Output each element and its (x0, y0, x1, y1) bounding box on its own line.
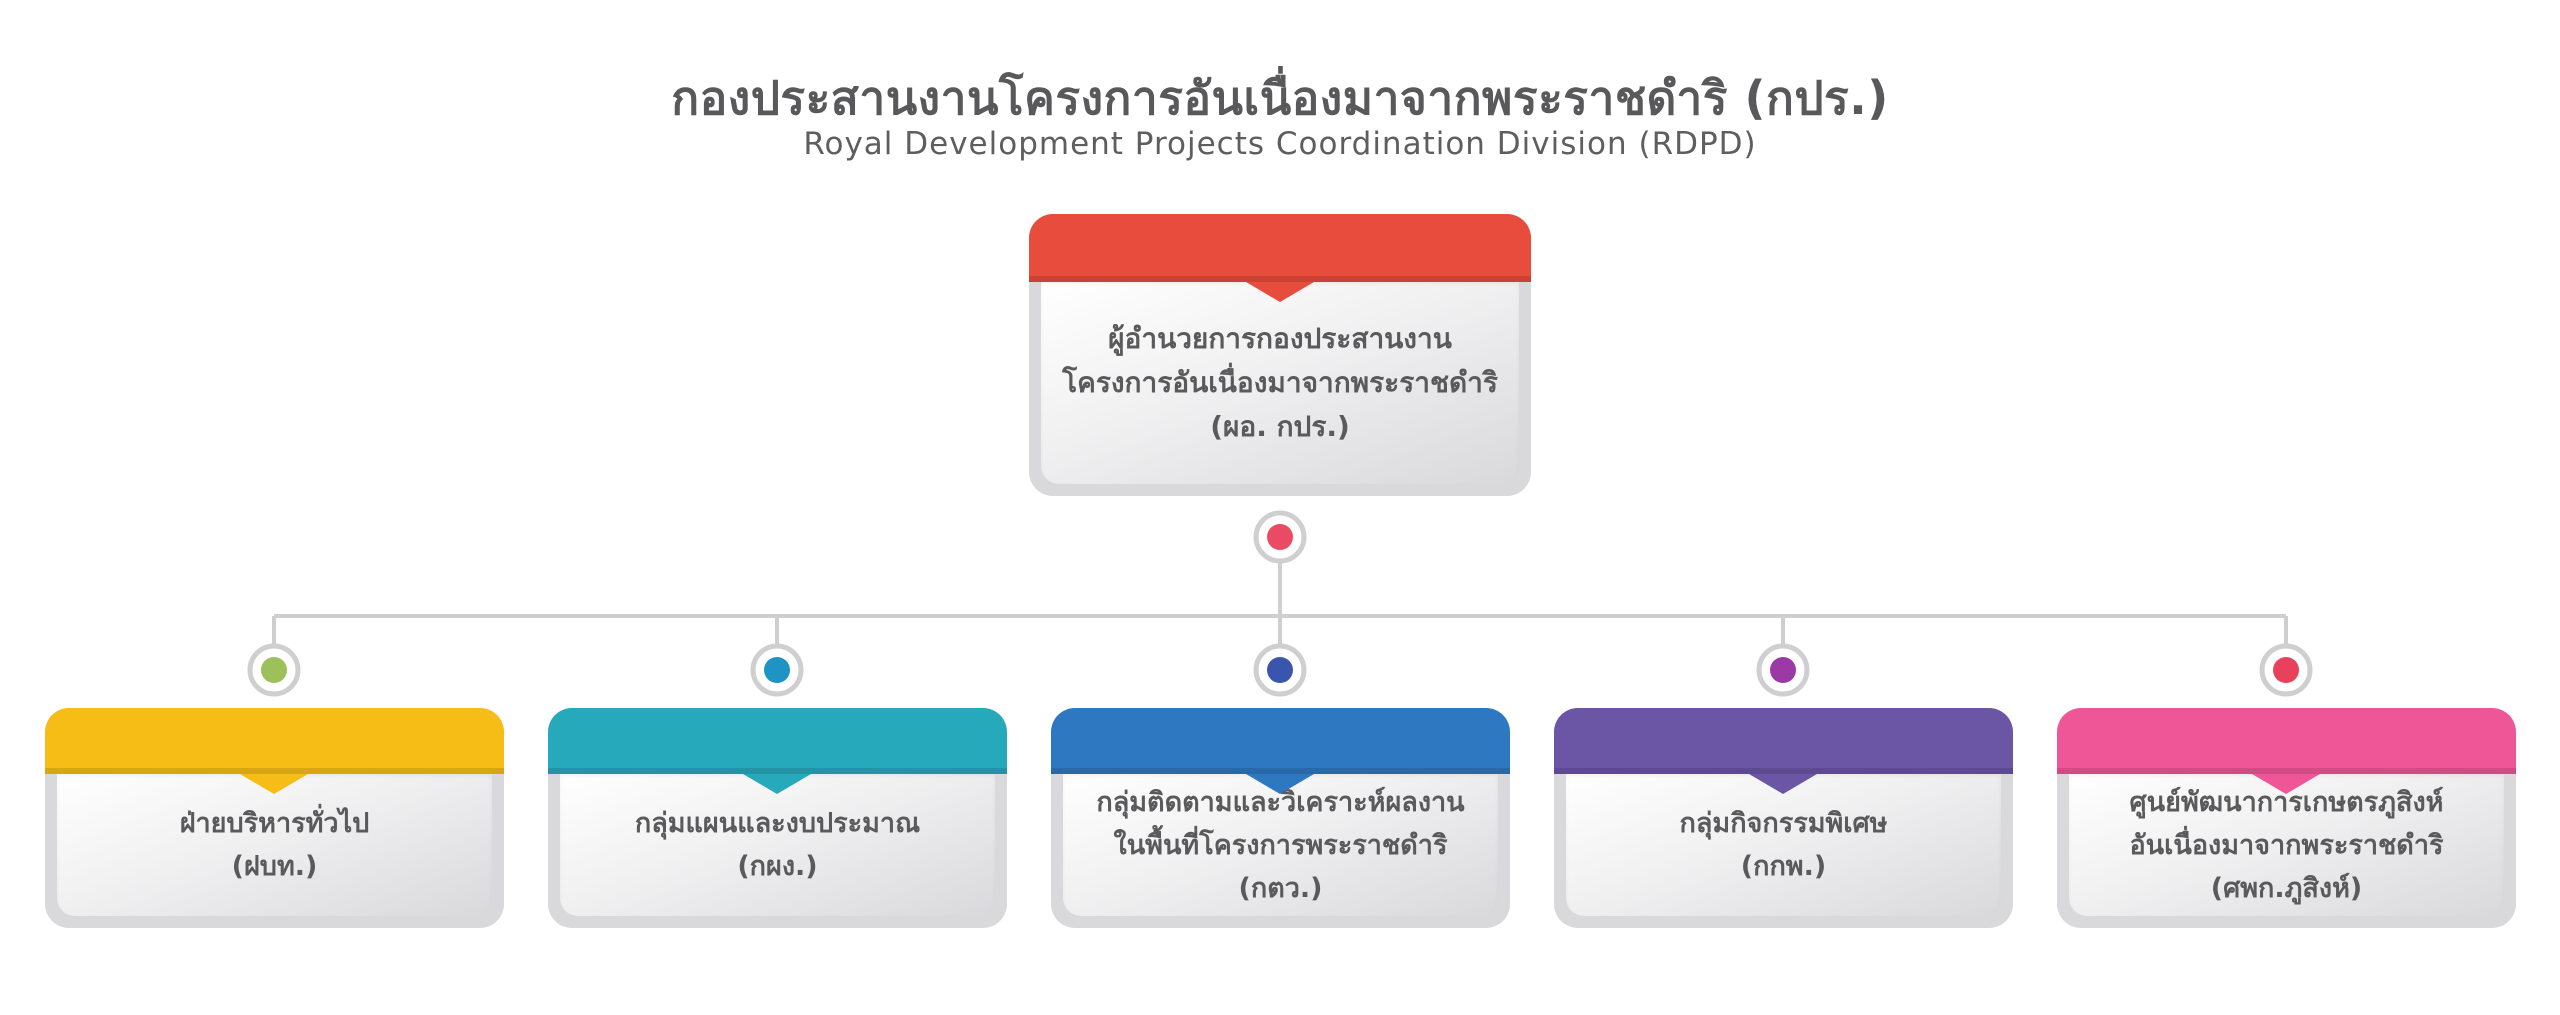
unit-node-body: กลุ่มแผนและงบประมาณ (กผง.) (560, 774, 995, 916)
unit-node-line: กลุ่มแผนและงบประมาณ (634, 808, 921, 839)
director-node-pointer (1246, 282, 1314, 302)
director-node-line-1: ผู้อำนวยการกองประสานงาน (1108, 322, 1452, 355)
director-node-header (1029, 214, 1531, 282)
unit-4-dot (1770, 657, 1796, 683)
unit-node-line: (กกพ.) (1740, 851, 1827, 882)
unit-node-line: (ฝบท.) (231, 851, 318, 882)
unit-node-label: ศูนย์พัฒนาการเกษตรภูสิงห์ อันเนื่องมาจาก… (2115, 781, 2457, 910)
unit-node-monitoring: กลุ่มติดตามและวิเคราะห์ผลงาน ในพื้นที่โค… (1051, 708, 1510, 928)
unit-node-line: ฝ่ายบริหารทั่วไป (179, 808, 370, 839)
unit-node-body: ฝ่ายบริหารทั่วไป (ฝบท.) (57, 774, 492, 916)
top-node-dot (1267, 524, 1293, 550)
unit-5-dot (2273, 657, 2299, 683)
chart-subtitle: Royal Development Projects Coordination … (803, 126, 1757, 162)
director-node-line-3: (ผอ. กปร.) (1210, 410, 1350, 443)
unit-1-dot (261, 657, 287, 683)
unit-node-line: (กตว.) (1238, 872, 1323, 904)
unit-node-pointer (1246, 774, 1314, 794)
unit-node-label: กลุ่มแผนและงบประมาณ (กผง.) (621, 802, 934, 888)
unit-node-line: กลุ่มกิจกรรมพิเศษ (1679, 808, 1888, 839)
unit-node-line: อันเนื่องมาจากพระราชดำริ (2129, 829, 2444, 861)
unit-node-admin: ฝ่ายบริหารทั่วไป (ฝบท.) (45, 708, 504, 928)
unit-2-dot (764, 657, 790, 683)
unit-node-header (1554, 708, 2013, 774)
unit-node-header (45, 708, 504, 774)
unit-node-header (548, 708, 1007, 774)
chart-title: กองประสานงานโครงการอันเนื่องมาจากพระราชด… (671, 71, 1889, 125)
unit-node-line: (กผง.) (737, 851, 818, 882)
director-node: ผู้อำนวยการกองประสานงาน โครงการอันเนื่อง… (1029, 214, 1531, 496)
unit-node-label: กลุ่มติดตามและวิเคราะห์ผลงาน ในพื้นที่โค… (1082, 781, 1478, 910)
unit-node-pointer (240, 774, 308, 794)
unit-node-body: กลุ่มติดตามและวิเคราะห์ผลงาน ในพื้นที่โค… (1063, 774, 1498, 916)
unit-node-body: ศูนย์พัฒนาการเกษตรภูสิงห์ อันเนื่องมาจาก… (2069, 774, 2504, 916)
unit-node-special-activities: กลุ่มกิจกรรมพิเศษ (กกพ.) (1554, 708, 2013, 928)
unit-node-label: กลุ่มกิจกรรมพิเศษ (กกพ.) (1666, 802, 1902, 888)
unit-node-pointer (743, 774, 811, 794)
unit-node-header (1051, 708, 1510, 774)
unit-node-body: กลุ่มกิจกรรมพิเศษ (กกพ.) (1566, 774, 2001, 916)
unit-node-planning: กลุ่มแผนและงบประมาณ (กผง.) (548, 708, 1007, 928)
director-node-line-2: โครงการอันเนื่องมาจากพระราชดำริ (1062, 366, 1498, 399)
unit-3-dot (1267, 657, 1293, 683)
unit-node-line: (ศพก.ภูสิงห์) (2210, 872, 2363, 904)
director-node-body: ผู้อำนวยการกองประสานงาน โครงการอันเนื่อง… (1041, 282, 1519, 484)
unit-node-label: ฝ่ายบริหารทั่วไป (ฝบท.) (166, 802, 384, 888)
unit-node-pointer (2252, 774, 2320, 794)
unit-node-line: ในพื้นที่โครงการพระราชดำริ (1113, 829, 1448, 861)
unit-node-header (2057, 708, 2516, 774)
director-node-label: ผู้อำนวยการกองประสานงาน โครงการอันเนื่อง… (1048, 317, 1512, 449)
unit-node-phu-sing-center: ศูนย์พัฒนาการเกษตรภูสิงห์ อันเนื่องมาจาก… (2057, 708, 2516, 928)
unit-node-pointer (1749, 774, 1817, 794)
